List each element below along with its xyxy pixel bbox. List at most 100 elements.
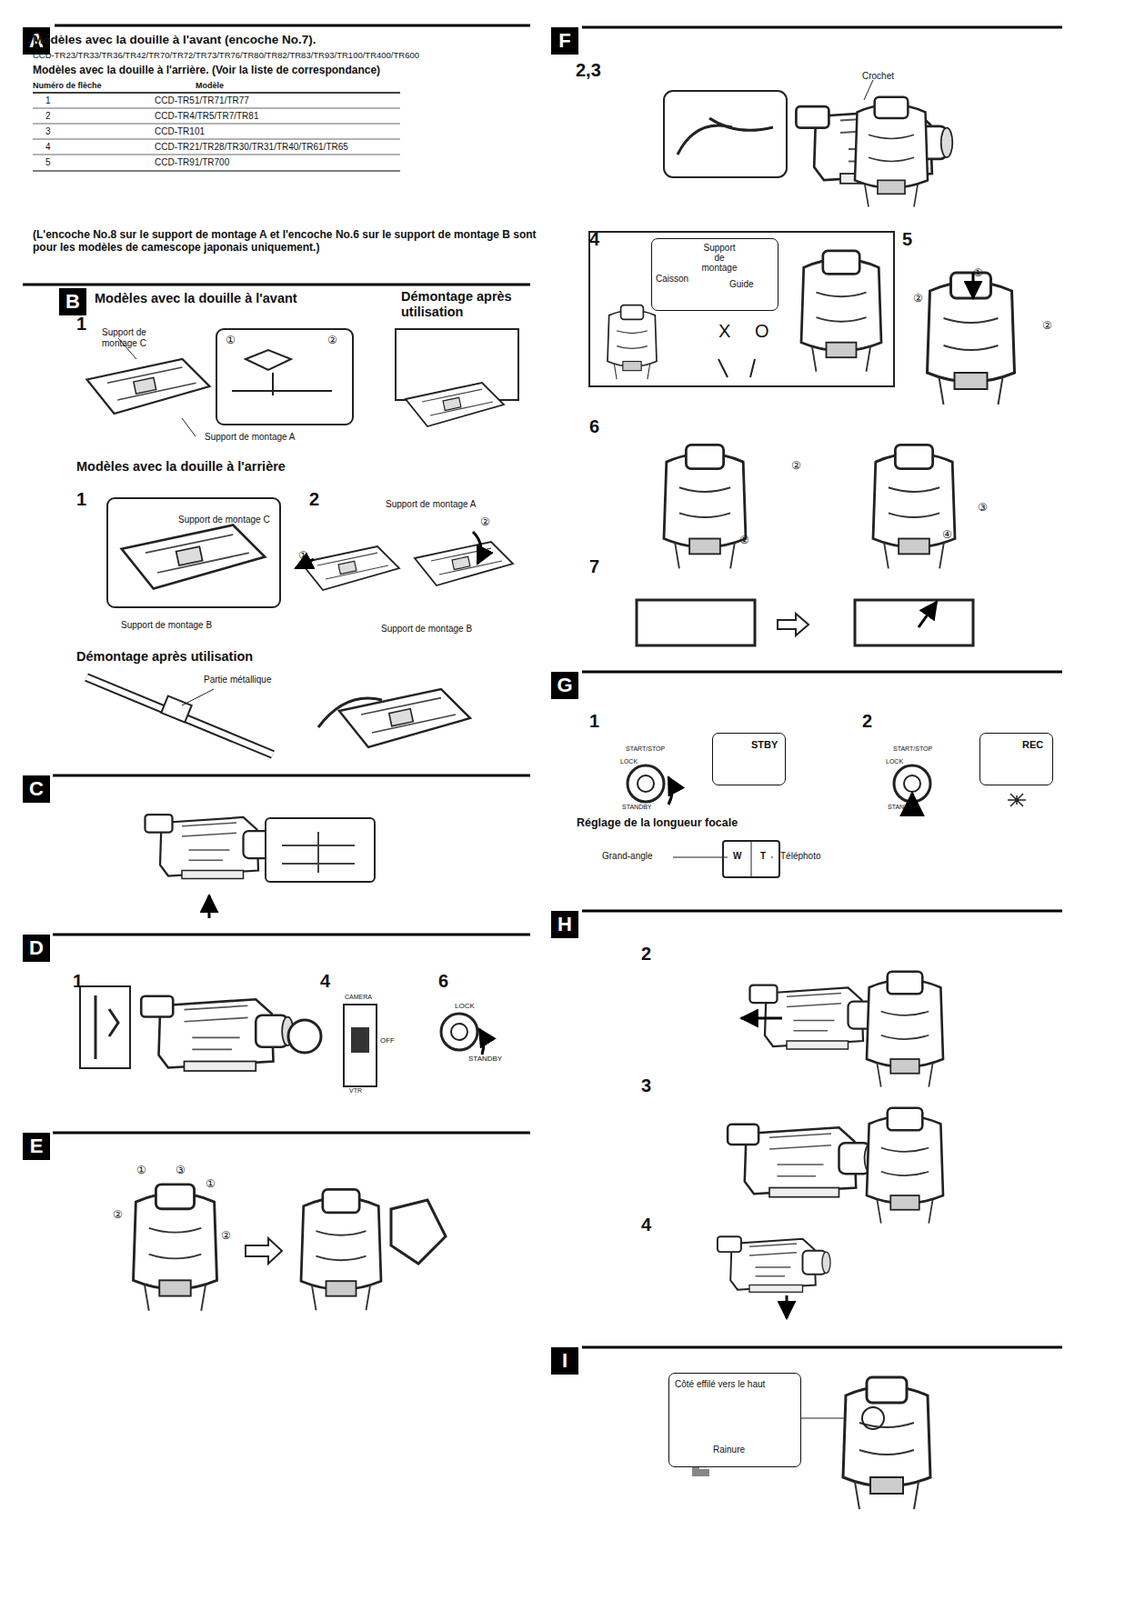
label: Support de montage B [120, 620, 212, 632]
detail-circle [862, 1407, 884, 1430]
label: 3 [45, 126, 51, 138]
leader-line [771, 857, 774, 859]
section-letter: F [558, 30, 571, 52]
section-rules [22, 25, 1063, 1348]
step-number: 6 [589, 416, 600, 438]
section-rule [582, 26, 1063, 30]
section-rule [54, 24, 531, 28]
label: Crochet [862, 70, 894, 82]
mount-plate [405, 382, 504, 427]
label: Modèles avec la douille à l'avant [94, 291, 298, 307]
rec-lamp [1007, 793, 1026, 807]
section-badge: C [22, 775, 51, 804]
callout-box: Côté effilé vers le hautRainure [668, 1373, 802, 1468]
detail-sketch [231, 350, 332, 396]
section-rule [52, 934, 531, 937]
callout-text: Rainure [713, 1445, 745, 1456]
guide-sketch [718, 359, 755, 378]
label: Modèles avec la douille à l'avant (encoc… [32, 32, 317, 48]
label: 5 [45, 157, 51, 169]
section-rule [582, 910, 1063, 914]
camcorder [145, 814, 276, 880]
strap [86, 677, 273, 755]
mount-plate [414, 542, 513, 586]
label: LOCK [885, 758, 904, 766]
label: CCD-TR101 [154, 126, 205, 138]
housing-open [866, 1108, 944, 1225]
step-number: 3 [641, 1075, 652, 1097]
label: Support de montage C [101, 327, 166, 349]
arrow [472, 532, 482, 564]
detail-inset [216, 329, 353, 425]
callout-box: REC [979, 733, 1054, 786]
step-number: 7 [589, 556, 600, 578]
label: LOCK [454, 1002, 475, 1011]
step-number: 2 [309, 489, 320, 511]
label: CAMERA [344, 994, 372, 1002]
label: ③ [977, 502, 988, 515]
mount-plate [121, 525, 266, 590]
housing-open [866, 972, 944, 1088]
section-rule [22, 283, 531, 287]
section-f [589, 80, 1015, 646]
housing-lid [391, 1200, 446, 1265]
section-badge: D [22, 934, 51, 963]
callout-text: Guide [729, 279, 754, 290]
label: ② [1042, 320, 1053, 333]
step-number: 6 [438, 971, 449, 993]
section-letter: E [30, 1135, 44, 1158]
power-switch [343, 1004, 377, 1087]
label: ① [739, 534, 750, 548]
section-rule [52, 774, 531, 778]
section-letter: I [562, 1350, 568, 1373]
section-letter: H [557, 913, 573, 936]
arrow [668, 777, 673, 805]
label: CCD-TR4/TR5/TR7/TR81 [154, 110, 259, 122]
camcorder [717, 1236, 831, 1293]
leader-line [863, 80, 874, 101]
label: ② [327, 334, 338, 348]
camcorder [727, 1124, 875, 1198]
housing [873, 444, 955, 569]
label: Démontage après utilisation [401, 289, 529, 320]
housing-open [301, 1189, 382, 1311]
step-number: 1 [76, 313, 87, 335]
section-h [717, 972, 944, 1319]
detail-inset [589, 231, 894, 387]
label: ② [220, 1230, 232, 1244]
label: 1 [45, 95, 51, 107]
dial [441, 1014, 478, 1051]
housing [927, 272, 1015, 405]
step-number: 2,3 [575, 60, 602, 81]
latch-sketch [636, 600, 974, 646]
housing [133, 1185, 218, 1312]
table-rule [32, 123, 401, 125]
housing [801, 251, 882, 372]
label: Modèles avec la douille à l'arrière. (Vo… [32, 64, 381, 78]
label: STANDBY [468, 1054, 503, 1064]
dial-button [903, 775, 921, 793]
label: Support de montage A [204, 431, 296, 443]
callout-text: Côté effilé vers le haut [674, 1379, 765, 1390]
label: OFF [380, 1036, 395, 1045]
label: ① [136, 1165, 147, 1178]
section-rule [582, 1346, 1063, 1350]
strap-sketch [95, 995, 119, 1060]
section-rule [52, 1132, 531, 1135]
label: Modèle [195, 80, 224, 91]
leader-line [181, 418, 196, 437]
section-c [145, 814, 376, 919]
label: LOCK [620, 758, 638, 766]
label: ① [973, 267, 984, 281]
label: Modèles avec la douille à l'arrière [76, 459, 286, 475]
table-rule [32, 154, 401, 156]
callout-text: REC [1022, 739, 1044, 751]
switch-knob [351, 1027, 370, 1054]
detail-sketch [281, 832, 355, 874]
section-badge: F [551, 27, 579, 55]
section-letter: G [556, 674, 573, 697]
label: ① [298, 550, 309, 563]
label: 4 [45, 141, 51, 153]
leader-line [672, 857, 728, 859]
